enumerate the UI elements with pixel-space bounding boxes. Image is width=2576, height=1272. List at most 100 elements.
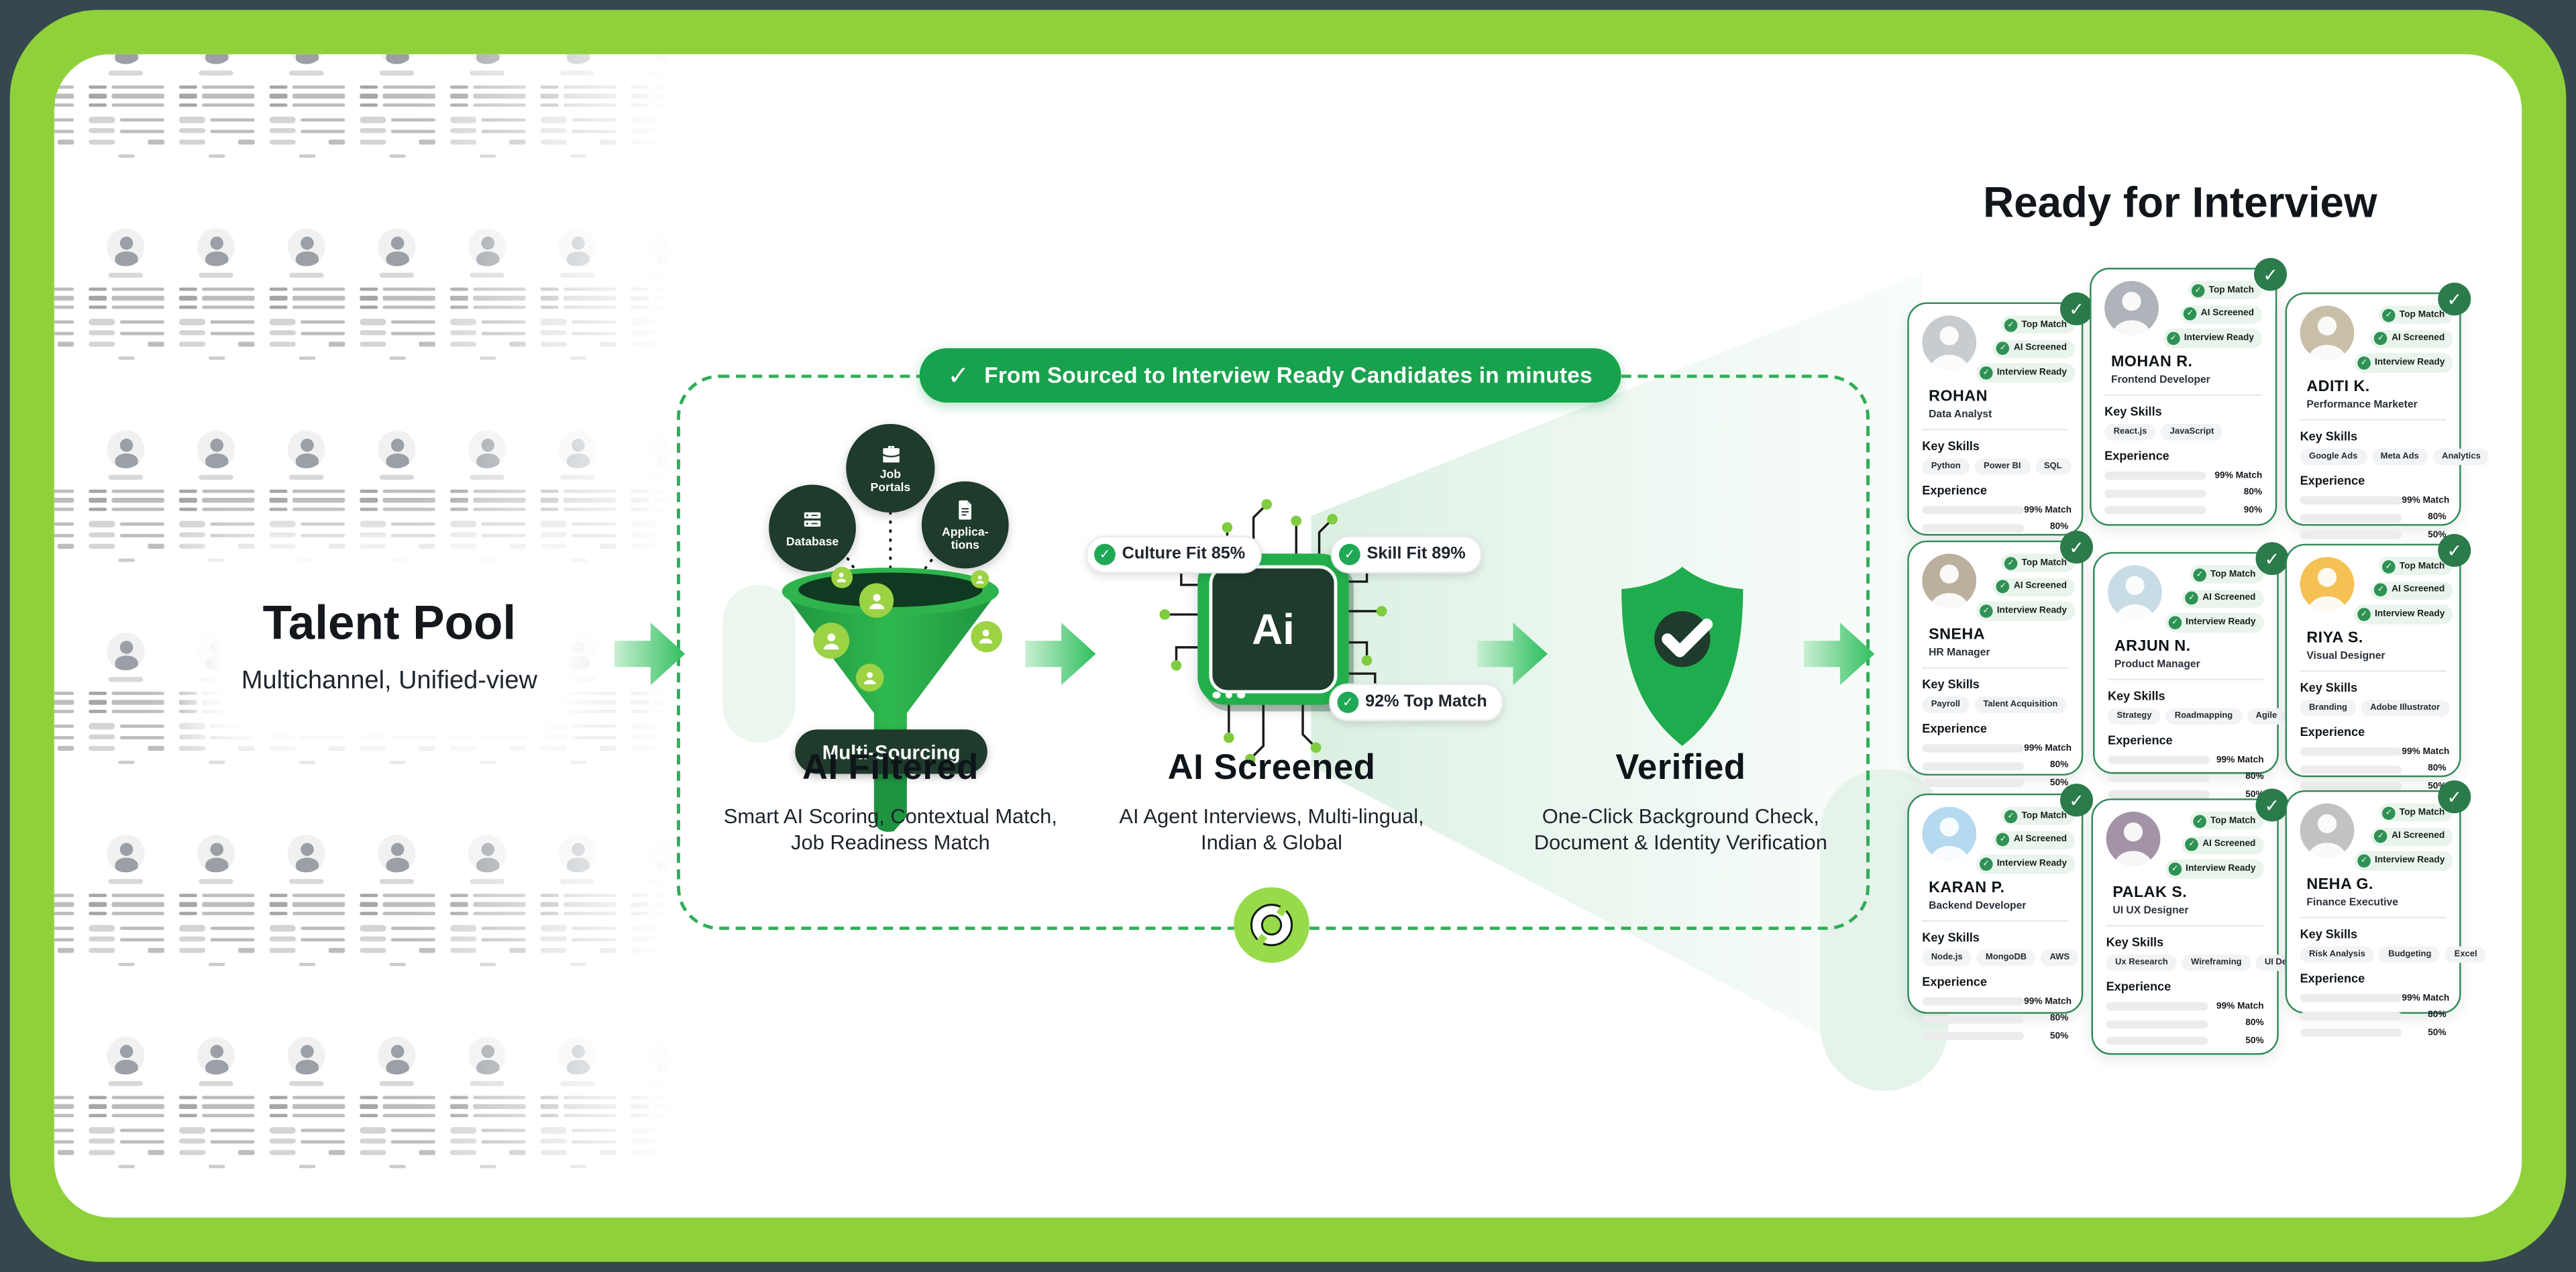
experience-bar: 80% bbox=[2300, 764, 2447, 774]
ghost-resume bbox=[359, 430, 435, 633]
status-badge: ✓ Interview Ready bbox=[2354, 851, 2453, 870]
status-badge: ✓ Interview Ready bbox=[2354, 605, 2453, 624]
experience-bar: 99% Match bbox=[1922, 505, 2072, 515]
flow-arrow-icon bbox=[1803, 623, 1875, 686]
ghost-avatar-icon bbox=[378, 835, 416, 873]
status-badges: ✓ Top Match ✓ AI Screened bbox=[2165, 811, 2264, 879]
status-badges: ✓ Top Match ✓ AI Screened bbox=[2354, 557, 2453, 624]
check-icon: ✓ bbox=[2374, 584, 2387, 597]
bar-label: 50% bbox=[2428, 530, 2447, 541]
badge-label: AI Screened bbox=[2202, 593, 2256, 604]
bar-label: 80% bbox=[2245, 772, 2264, 783]
badge-label: Top Match bbox=[2021, 810, 2068, 821]
status-badge: ✓ Interview Ready bbox=[2354, 354, 2453, 372]
check-icon: ✓ bbox=[2004, 318, 2018, 331]
bar-label: 50% bbox=[2049, 778, 2069, 789]
experience-bar: 80% bbox=[1922, 1014, 2068, 1024]
candidate-person-icon bbox=[813, 623, 850, 659]
ghost-avatar-icon bbox=[287, 54, 325, 64]
status-badge: ✓ Top Match bbox=[2188, 280, 2263, 300]
status-badge: ✓ Top Match bbox=[2190, 811, 2264, 831]
bar-label: 50% bbox=[2428, 1028, 2447, 1039]
avatar bbox=[1922, 806, 1977, 861]
ghost-resume bbox=[88, 54, 164, 229]
candidate-role: Frontend Developer bbox=[2110, 374, 2210, 386]
badge-label: Interview Ready bbox=[2184, 333, 2255, 343]
skill-chip: Python bbox=[1922, 458, 1970, 475]
check-icon: ✓ bbox=[2374, 332, 2387, 346]
key-skills-heading: Key Skills bbox=[2300, 428, 2358, 443]
check-icon: ✓ bbox=[1094, 543, 1116, 566]
candidate-card: ✓ ✓ Top Match bbox=[2285, 780, 2487, 1038]
experience-bar: 50% bbox=[1922, 778, 2068, 788]
candidate-role: Performance Marketer bbox=[2306, 399, 2418, 411]
badge-label: AI Screened bbox=[2013, 582, 2068, 592]
experience-bar: 99% Match bbox=[1922, 744, 2072, 753]
key-skills-heading: Key Skills bbox=[1922, 929, 1980, 945]
divider bbox=[1922, 428, 2069, 430]
badge-label: Top Match bbox=[2399, 309, 2445, 320]
badge-label: Top Match bbox=[2208, 285, 2255, 295]
experience-heading: Experience bbox=[1922, 483, 1987, 498]
status-badge: ✓ AI Screened bbox=[2182, 835, 2264, 855]
badge-label: Top Match bbox=[2021, 319, 2068, 330]
experience-bar: 50% bbox=[2106, 1037, 2264, 1047]
experience-bars: 99% Match 80% bbox=[2300, 994, 2449, 1039]
candidate-name: ROHAN bbox=[1929, 386, 1988, 405]
badge-label: Top Match bbox=[2399, 561, 2445, 572]
ai-chip-label: Ai bbox=[1209, 565, 1338, 694]
bar-track bbox=[2300, 747, 2402, 756]
skill-chip: MongoDB bbox=[1976, 949, 2036, 967]
person-icon bbox=[2116, 576, 2154, 620]
shield-icon bbox=[1621, 566, 1743, 746]
bar-label: 99% Match bbox=[2402, 495, 2450, 506]
ghost-avatar-icon bbox=[197, 1037, 235, 1075]
bar-track bbox=[2300, 1012, 2402, 1020]
status-badges: ✓ Top Match ✓ AI Screened bbox=[2354, 803, 2453, 870]
candidate-role: Visual Designer bbox=[2306, 649, 2385, 661]
bar-label: 50% bbox=[2245, 1036, 2264, 1047]
skill-chip: Analytics bbox=[2432, 448, 2490, 466]
badge-label: Interview Ready bbox=[2375, 358, 2445, 368]
ghost-avatar-icon bbox=[287, 228, 325, 266]
ghost-resume bbox=[88, 632, 164, 835]
ghost-resume bbox=[178, 228, 254, 430]
experience-heading: Experience bbox=[1922, 974, 1987, 990]
candidate-card: ✓ ✓ Top Match bbox=[2285, 282, 2490, 540]
status-badge: ✓ Interview Ready bbox=[2165, 613, 2264, 632]
experience-heading: Experience bbox=[2106, 979, 2171, 994]
person-icon bbox=[2112, 291, 2151, 335]
experience-bar: 80% bbox=[2106, 1019, 2264, 1029]
bar-label: 80% bbox=[2428, 1010, 2447, 1021]
light-beam bbox=[1311, 272, 1923, 1088]
top-match-pill: ✓ 92% Top Match bbox=[1329, 683, 1504, 722]
bar-label: 99% Match bbox=[2024, 505, 2072, 516]
experience-bars: 99% Match 80% bbox=[1922, 997, 2072, 1041]
status-badge: ✓ AI Screened bbox=[1993, 578, 2076, 596]
ghost-resume bbox=[268, 430, 345, 633]
source-applications: Applica- tions bbox=[921, 481, 1009, 569]
bar-label: 99% Match bbox=[2024, 996, 2072, 1007]
badge-label: Top Match bbox=[2210, 816, 2256, 826]
status-badge: ✓ AI Screened bbox=[2182, 589, 2264, 608]
experience-bar: 80% bbox=[2104, 488, 2262, 498]
bar-track bbox=[2300, 531, 2402, 539]
check-icon: ✓ bbox=[2185, 592, 2199, 605]
experience-bars: 99% Match 80% bbox=[1922, 744, 2072, 788]
candidate-name: PALAK S. bbox=[2112, 883, 2188, 902]
verified-check-icon: ✓ bbox=[2060, 531, 2094, 564]
experience-bar: 80% bbox=[2108, 772, 2264, 783]
verified-check-icon: ✓ bbox=[2438, 282, 2471, 316]
status-badges: ✓ Top Match ✓ AI Screened bbox=[1976, 806, 2076, 873]
experience-heading: Experience bbox=[1922, 721, 1987, 737]
stage-title-verified: Verified bbox=[1615, 747, 1746, 788]
ghost-resume bbox=[268, 835, 345, 1037]
bar-track bbox=[2104, 489, 2206, 498]
experience-bar: 99% Match bbox=[2300, 747, 2449, 757]
avatar bbox=[1922, 553, 1977, 608]
check-icon: ✓ bbox=[1337, 692, 1359, 713]
ghost-avatar-icon bbox=[107, 54, 145, 64]
